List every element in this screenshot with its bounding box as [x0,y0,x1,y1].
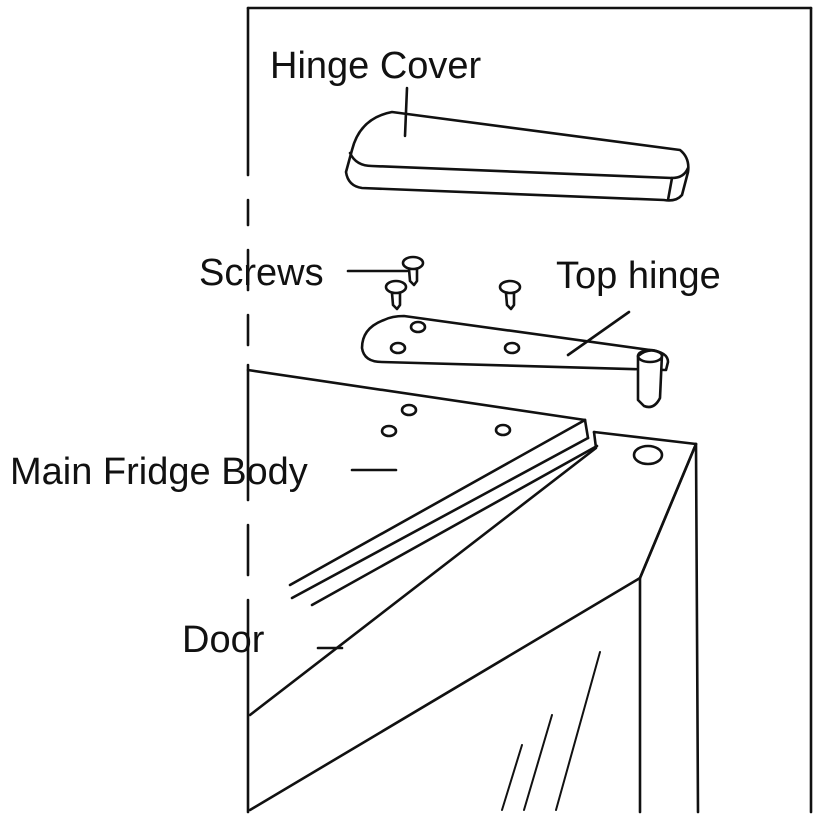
hinge-cover-label: Hinge Cover [270,45,482,87]
top-hinge-leader [566,310,631,357]
main-fridge-body-label: Main Fridge Body [10,451,308,493]
top-hinge-part [360,314,670,409]
hinge-cover-leader [403,86,409,138]
screws-label: Screws [199,252,324,294]
screw-3 [498,279,522,311]
diagram-frame [246,6,813,814]
door-label: Door [182,619,265,661]
fridge-body-part [246,368,599,607]
top-hinge-label: Top hinge [556,255,721,297]
screw-2 [384,279,408,311]
hinge-cover-part [344,110,690,202]
door-part [248,430,700,814]
screw-1 [401,255,425,287]
